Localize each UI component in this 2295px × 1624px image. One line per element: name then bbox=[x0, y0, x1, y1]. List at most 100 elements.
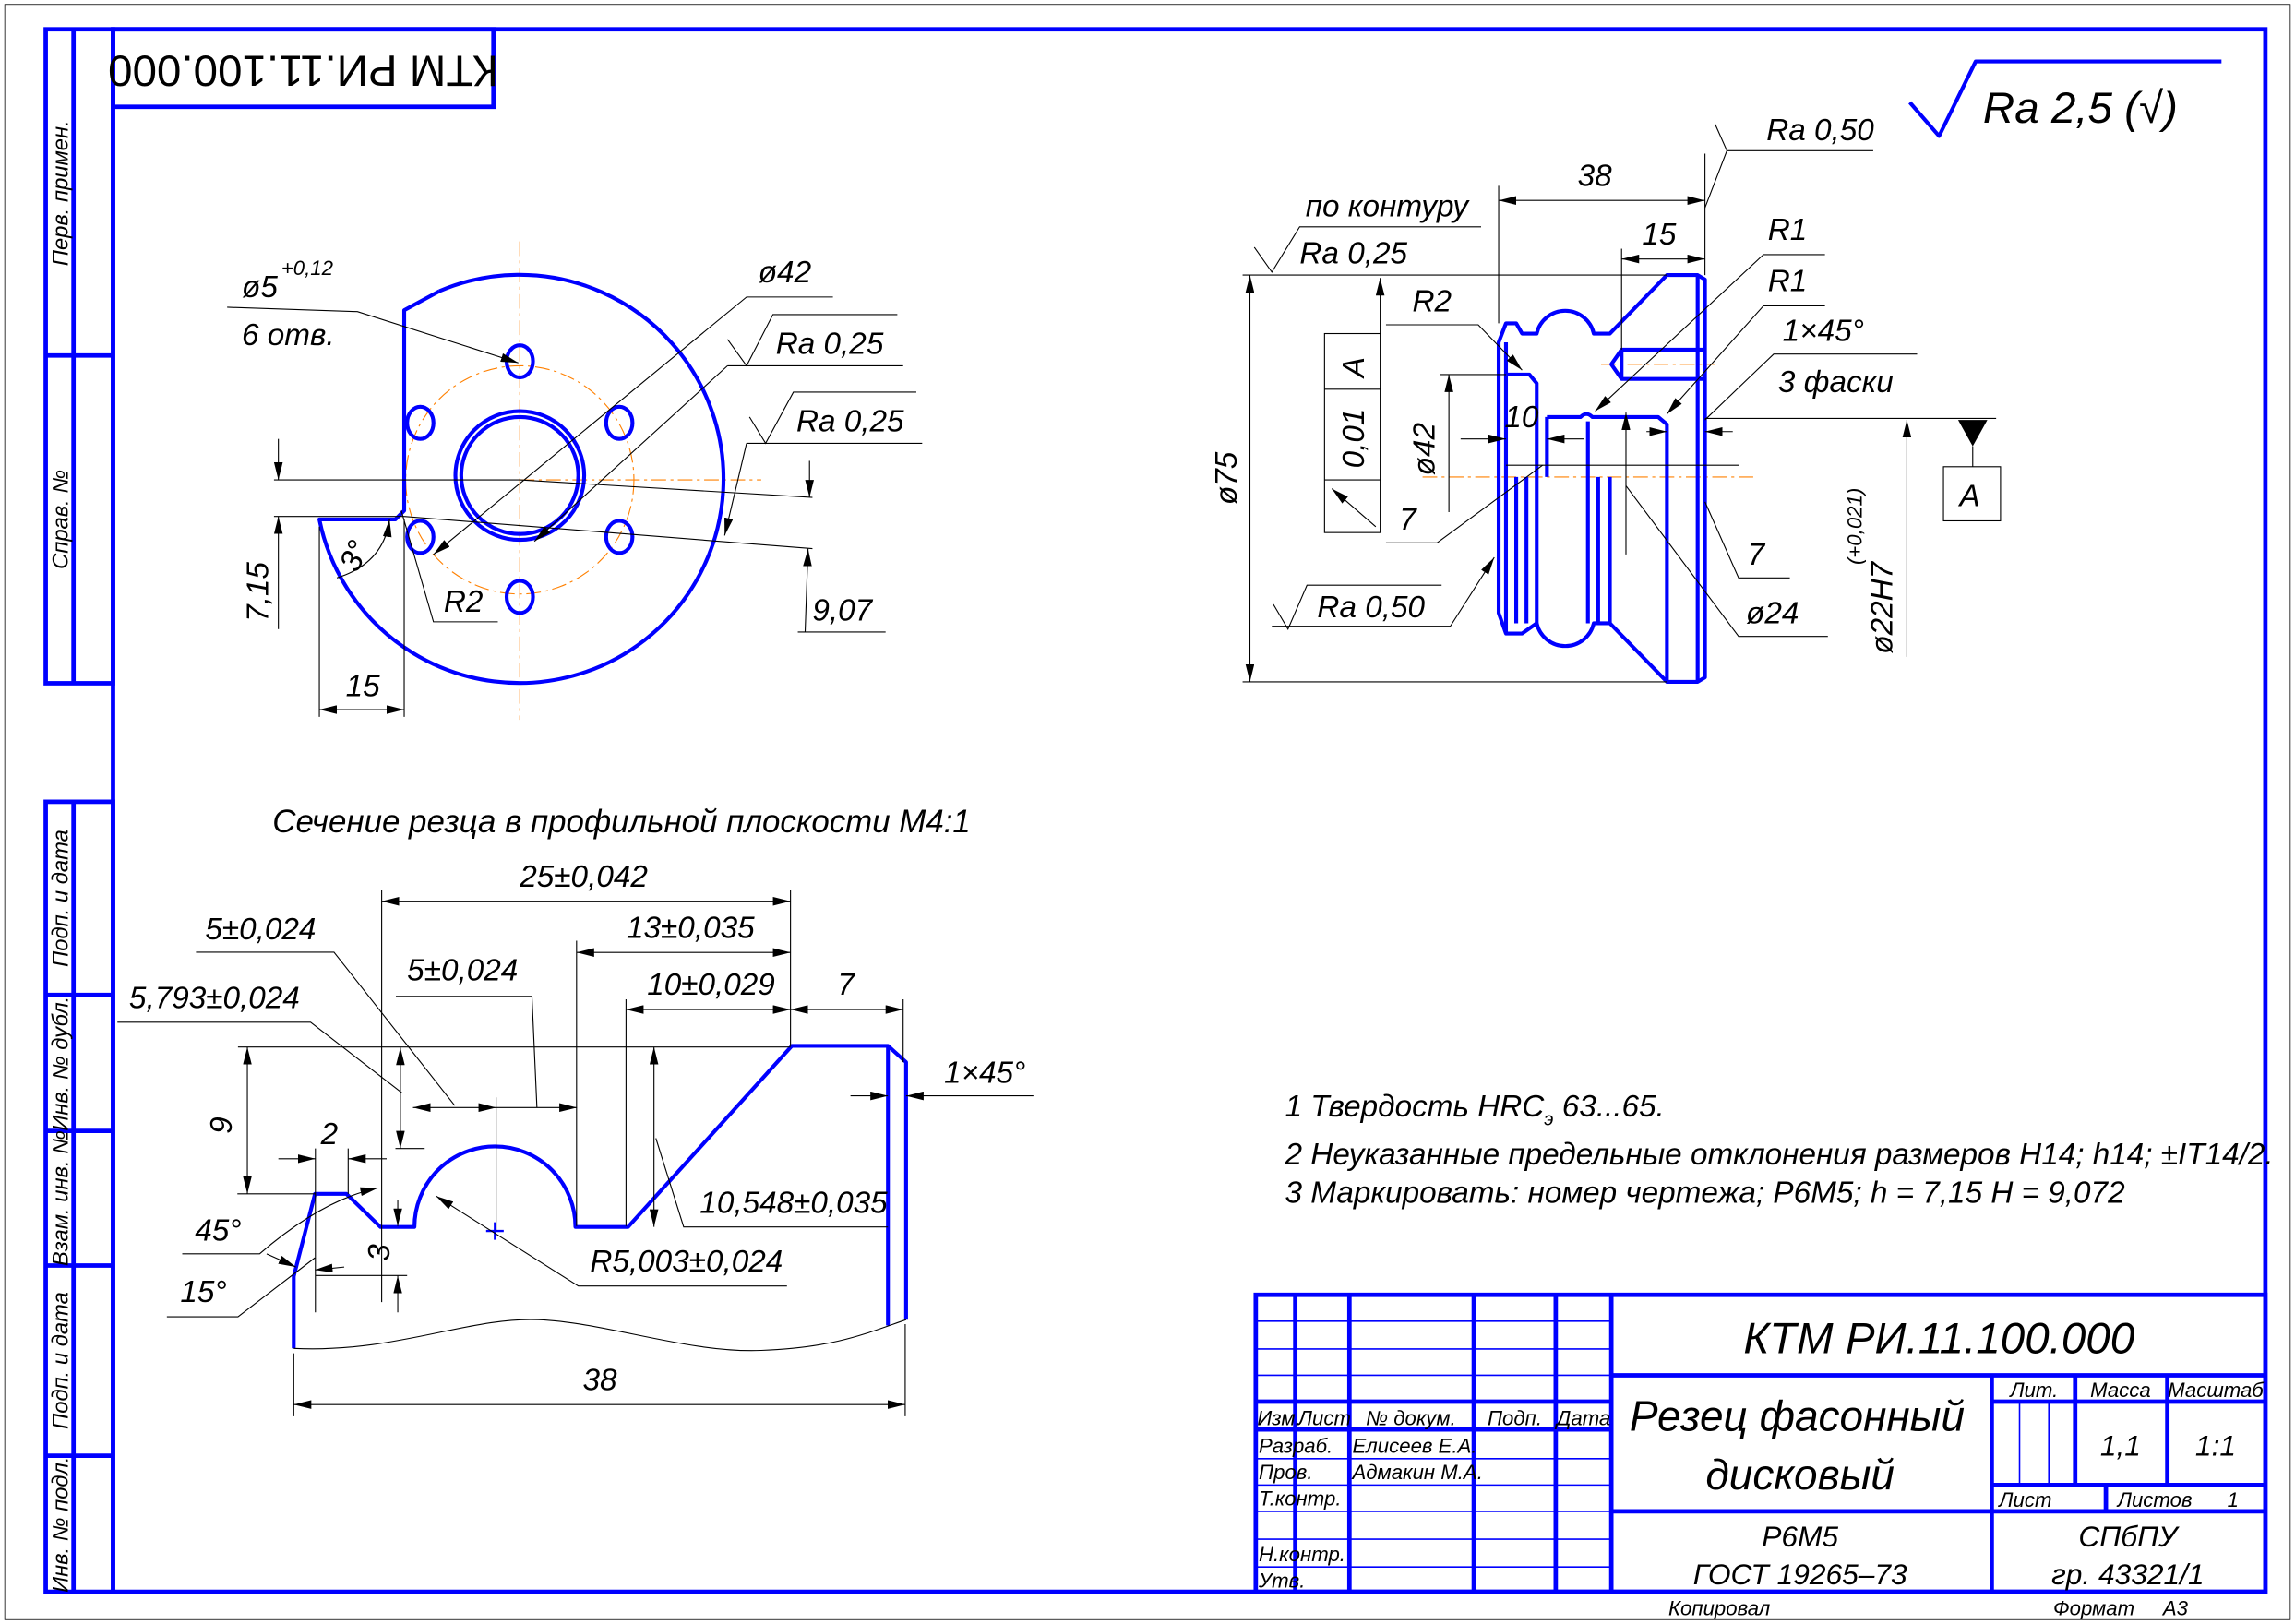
header-date: Дата bbox=[1554, 1406, 1611, 1429]
outer-border bbox=[4, 4, 2291, 1620]
profile-section: Сечение резца в профильной плоскости М4:… bbox=[117, 804, 1034, 1416]
hole-count: 6 отв. bbox=[242, 318, 335, 352]
roughness-label: Ra 0,50 bbox=[1317, 591, 1425, 625]
length-dim: 38 bbox=[1578, 159, 1613, 193]
radius-dim: R1 bbox=[1768, 213, 1808, 247]
chamfer-dim: 1×45° bbox=[1783, 314, 1864, 348]
scale-label: Масштаб bbox=[2168, 1379, 2265, 1402]
side-label: Подп. и дата bbox=[48, 830, 73, 967]
runout-tolerance-frame bbox=[1323, 332, 1381, 533]
hub-diameter: ø42 bbox=[1407, 422, 1441, 475]
organization: СПбПУ bbox=[2078, 1520, 2180, 1553]
dim-13: 13±0,035 bbox=[627, 911, 755, 945]
side-label: Взам. инв. № bbox=[48, 1130, 73, 1266]
part-name: дисковый bbox=[1705, 1451, 1895, 1499]
dim-7: 7 bbox=[1399, 503, 1417, 537]
dim-10548: 10,548±0,035 bbox=[699, 1186, 888, 1220]
roughness-label: Ra 0,50 bbox=[1766, 113, 1874, 148]
runout-arrow-icon bbox=[1331, 488, 1377, 528]
chamfer-count: 3 фаски bbox=[1778, 365, 1894, 400]
break-line bbox=[293, 1319, 907, 1352]
height-H: 9,07 bbox=[812, 593, 873, 627]
side-label: Подп. и дата bbox=[48, 1292, 73, 1429]
mounting-holes bbox=[405, 343, 635, 615]
roughness-label: Ra 0,25 bbox=[796, 405, 904, 439]
side-columns: Перв. примен. Справ. № Подп. и дата Инв.… bbox=[43, 27, 115, 1594]
datum-box bbox=[1942, 466, 2002, 522]
designation: КТМ РИ.11.100.000 bbox=[1743, 1315, 2134, 1364]
copied-label: Копировал bbox=[1668, 1596, 1771, 1619]
note-3: 3 Маркировать: номер чертежа; Р6М5; h = … bbox=[1285, 1176, 2126, 1210]
cutter-disk-outline bbox=[317, 272, 726, 686]
bore-tolerance: (+0,021) bbox=[1843, 488, 1866, 565]
profile-outline bbox=[292, 1044, 908, 1349]
hole-diameter: ø5 bbox=[242, 270, 278, 304]
bore-diameter: ø42 bbox=[759, 256, 812, 290]
side-label: Инв. № дубл. bbox=[48, 997, 73, 1131]
pin-hole bbox=[1609, 347, 1705, 381]
sheet-label: Лист bbox=[1997, 1488, 2051, 1511]
dim-2: 2 bbox=[320, 1117, 339, 1152]
format-label: Формат bbox=[2053, 1596, 2134, 1619]
note-1: 1 Твердость HRCэ 63...65. bbox=[1285, 1090, 1665, 1130]
role-approved: Утв. bbox=[1258, 1569, 1305, 1592]
role-norm-control: Н.контр. bbox=[1259, 1543, 1345, 1566]
sheets-count: 1 bbox=[2228, 1488, 2239, 1511]
sheets-label: Листов bbox=[2116, 1488, 2193, 1511]
format-value: А3 bbox=[2161, 1596, 2189, 1619]
mass-label: Масса bbox=[2090, 1379, 2151, 1402]
dim-7: 7 bbox=[1748, 538, 1766, 572]
section-title: Сечение резца в профильной плоскости М4:… bbox=[272, 804, 971, 840]
mass-value: 1,1 bbox=[2100, 1429, 2141, 1463]
header-sign: Подп. bbox=[1488, 1406, 1542, 1429]
radius-dim: R5,003±0,024 bbox=[590, 1245, 783, 1279]
role-tech-control: Т.контр. bbox=[1259, 1487, 1342, 1511]
angle-45: 45° bbox=[195, 1214, 241, 1248]
dim-10: 10±0,029 bbox=[647, 968, 775, 1002]
dim-5: 5±0,024 bbox=[205, 913, 316, 947]
dim-5793: 5,793±0,024 bbox=[129, 981, 300, 1015]
hole-depth-dim: 15 bbox=[1642, 218, 1677, 252]
side-label: Справ. № bbox=[48, 470, 73, 569]
dim-10: 10 bbox=[1504, 400, 1539, 435]
datum-label: A bbox=[1958, 480, 1980, 514]
cutter-section-outline bbox=[1496, 273, 1707, 684]
top-stamp-designation: КТМ РИ.11.100.000 bbox=[108, 45, 498, 94]
bore-fit: ø22H7 bbox=[1866, 560, 1900, 653]
side-label: Перв. примен. bbox=[48, 120, 73, 266]
general-roughness: Ra 2,5 (√) bbox=[1908, 59, 2222, 138]
header-list: Лист bbox=[1297, 1406, 1351, 1429]
note-2: 2 Неуказанные предельные отклонения разм… bbox=[1285, 1138, 2274, 1172]
role-developer: Разраб. bbox=[1259, 1434, 1333, 1457]
radius-center-mark bbox=[485, 1222, 504, 1240]
dia-24: ø24 bbox=[1746, 596, 1799, 630]
datum-ref: A bbox=[1337, 357, 1371, 379]
dim-38: 38 bbox=[582, 1363, 617, 1397]
general-roughness-value: Ra 2,5 (√) bbox=[1983, 84, 2178, 133]
rake-angle: 3° bbox=[333, 535, 377, 576]
outer-diameter: ø75 bbox=[1210, 451, 1244, 505]
front-view: ø5 +0,12 6 отв. ø42 Ra 0,25 Ra 0,25 7,15… bbox=[227, 241, 923, 721]
technical-notes: 1 Твердость HRCэ 63...65. 2 Неуказанные … bbox=[1285, 1090, 2274, 1211]
roughness-label: Ra 0,25 bbox=[776, 328, 884, 362]
checker-name: Адмакин М.А. bbox=[1350, 1461, 1482, 1484]
roughness-label: Ra 0,25 bbox=[1299, 236, 1407, 270]
part-name: Резец фасонный bbox=[1630, 1392, 1965, 1440]
chamfer-dim: 1×45° bbox=[944, 1056, 1025, 1090]
width-dim: 15 bbox=[346, 670, 381, 704]
material: Р6М5 bbox=[1762, 1520, 1838, 1553]
developer-name: Елисеев Е.А. bbox=[1352, 1434, 1476, 1457]
role-checker: Пров. bbox=[1259, 1461, 1313, 1484]
angle-15: 15° bbox=[180, 1275, 226, 1309]
scale-value: 1:1 bbox=[2195, 1429, 2236, 1463]
runout-value: 0,01 bbox=[1337, 409, 1371, 469]
header-izm: Изм. bbox=[1257, 1406, 1300, 1429]
dim-25: 25±0,042 bbox=[519, 860, 648, 894]
header-doc: № докум. bbox=[1366, 1406, 1456, 1429]
datum-triangle-icon bbox=[1957, 420, 1988, 447]
axial-view: по контуру Ra 0,25 Ra 0,50 Ra 0,50 38 15… bbox=[1210, 113, 2002, 684]
top-stamp-box bbox=[111, 27, 496, 110]
group: гр. 43321/1 bbox=[2051, 1558, 2204, 1591]
dim-9: 9 bbox=[205, 1116, 239, 1134]
